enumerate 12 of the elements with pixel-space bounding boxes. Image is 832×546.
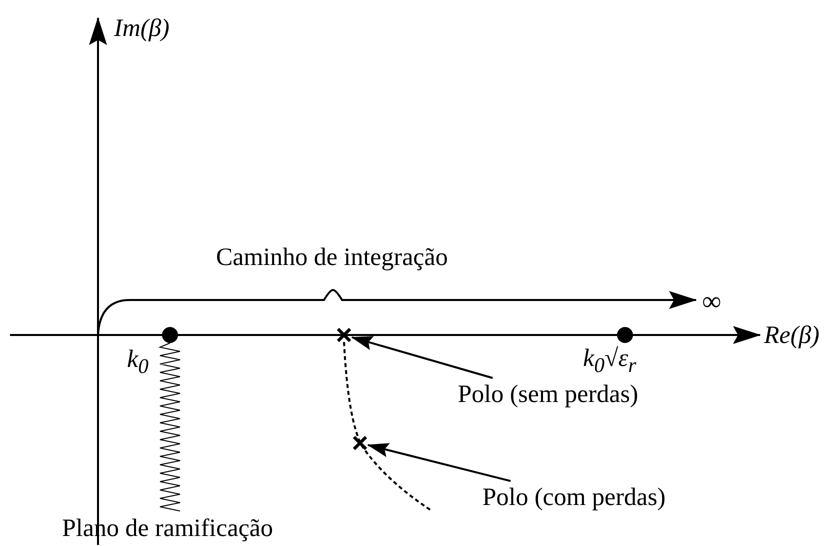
arrow (367, 443, 511, 482)
axis-label: k$_{0}$√ε$_{r}$ (583, 346, 636, 376)
pole-label: Polo (com perdas) (466, 481, 682, 513)
axis-label: ∞ (702, 288, 722, 315)
axis-label: Im(β) (114, 16, 170, 41)
arrow (351, 336, 493, 379)
pole-cross-icon (336, 327, 352, 343)
axis-label: Re(β) (764, 323, 820, 348)
axis-label: k$_{0}$ (127, 347, 149, 377)
pole-cross-icon (352, 435, 368, 451)
axis-label: Caminho de integração (216, 245, 448, 270)
pole-label: Polo (sem perdas) (441, 378, 655, 410)
